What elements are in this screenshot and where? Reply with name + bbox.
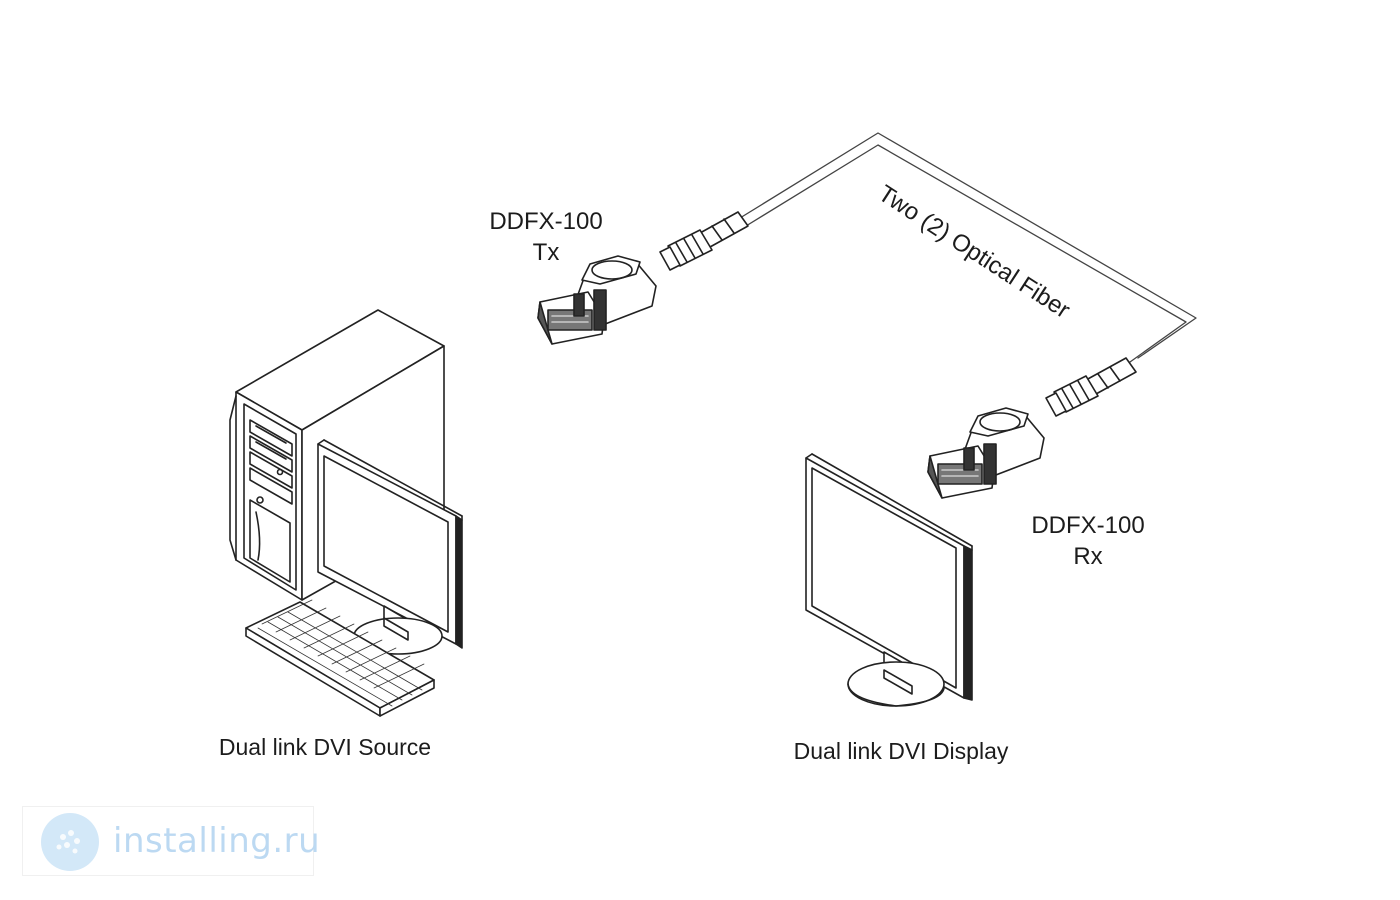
tx-module [537,255,657,345]
watermark-text: installing.ru [113,821,321,861]
watermark: installing.ru [22,806,320,876]
tx-fiber-connector [659,211,749,271]
source-caption: Dual link DVI Source [218,734,432,760]
watermark-logo-icon [41,813,99,871]
keyboard-keys [257,599,425,707]
rx-fiber-connector [1045,357,1137,417]
tx-suffix-label: Tx [532,239,560,266]
keyboard [245,599,435,717]
display-monitor [805,453,973,707]
tx-model-label: DDFX-100 [489,208,603,235]
optical-fiber-cable [739,132,1197,363]
display-caption: Dual link DVI Display [793,738,1009,764]
rx-module [927,407,1045,499]
tx-label: DDFX-100 Tx [480,206,612,268]
rx-model-label: DDFX-100 [1031,512,1145,539]
rx-label: DDFX-100 Rx [1022,510,1154,572]
rx-suffix-label: Rx [1073,543,1103,570]
source-monitor [317,439,463,655]
